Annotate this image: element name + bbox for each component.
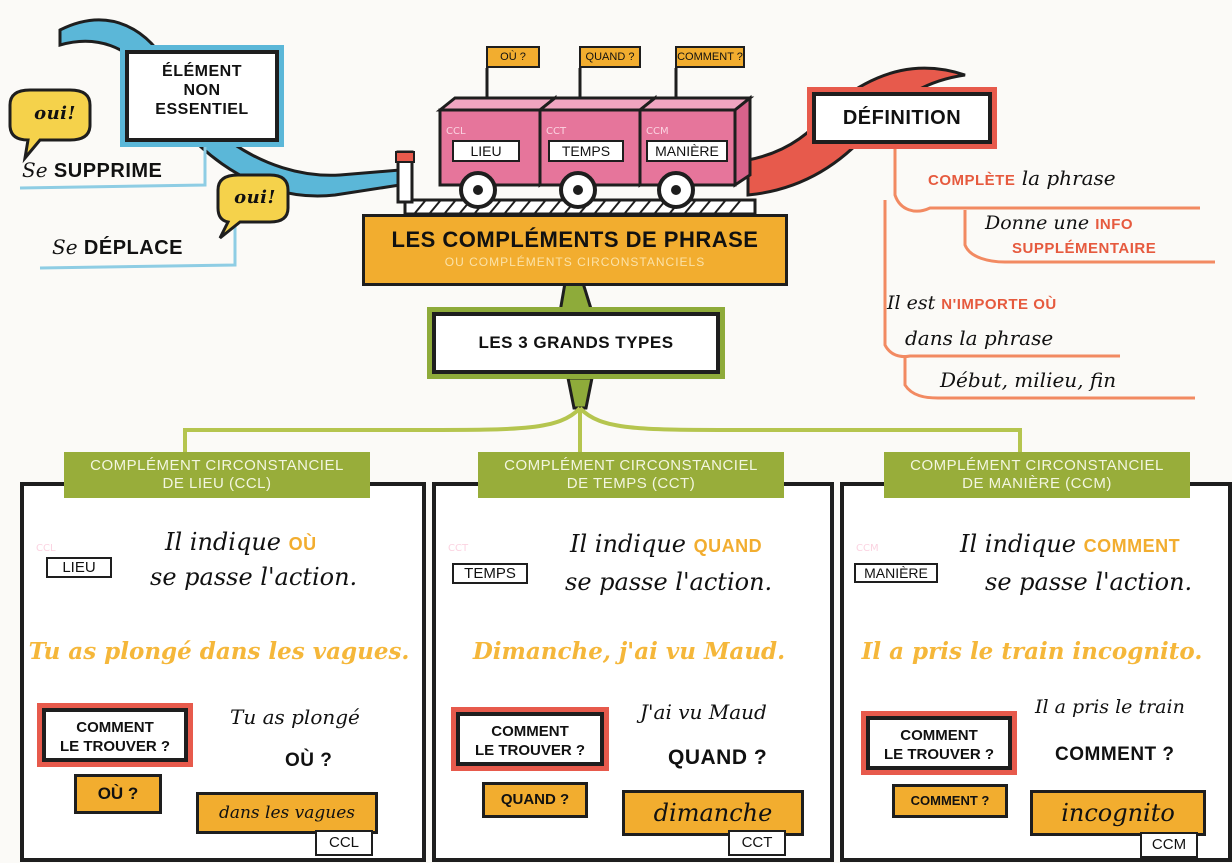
element-non-essentiel-box: ÉLÉMENT NON ESSENTIEL <box>120 45 284 147</box>
definition-line-2b: SUPPLÉMENTAIRE <box>1012 240 1157 257</box>
col3-indique: Il indique COMMENT <box>960 530 1181 558</box>
definition-box: DÉFINITION <box>807 87 997 149</box>
definition-line-4: dans la phrase <box>905 326 1054 350</box>
col1-hint-1: Tu as plongé <box>230 705 360 729</box>
col3-abbr: CCM <box>1140 832 1198 858</box>
oui-bubble-1: oui! <box>34 103 76 124</box>
col2-abbr: CCT <box>728 830 786 856</box>
col3-wagon-label: MANIÈRE <box>854 563 938 583</box>
types-box: LES 3 GRANDS TYPES <box>427 307 725 379</box>
wagon-tag-cct: CCT <box>546 126 567 137</box>
definition-line-1: COMPLÈTE la phrase <box>928 166 1116 190</box>
col3-hint-1: Il a pris le train <box>1035 696 1185 718</box>
col2-indique: Il indique QUAND <box>570 530 763 558</box>
col2-sentence: Dimanche, j'ai vu Maud. <box>472 638 786 665</box>
col2-question-tag: QUAND ? <box>482 782 588 818</box>
main-subtitle: OU COMPLÉMENTS CIRCONSTANCIELS <box>444 255 706 269</box>
col3-hint-2: COMMENT ? <box>1055 744 1175 765</box>
col3-answer: incognito <box>1030 790 1206 836</box>
wagon-tag-ccm: CCM <box>646 126 669 137</box>
column-ccm-header: COMPLÉMENT CIRCONSTANCIEL DE MANIÈRE (CC… <box>884 452 1190 498</box>
col1-how-to-find: COMMENT LE TROUVER ? <box>37 703 193 767</box>
definition-line-2: Donne une INFO <box>985 212 1134 234</box>
flag-ou: OÙ ? <box>486 46 540 68</box>
se-deplace-text: Se DÉPLACE <box>52 235 183 259</box>
col3-action: se passe l'action. <box>985 568 1193 596</box>
main-title: LES COMPLÉMENTS DE PHRASE <box>391 227 759 252</box>
column-ccl-header: COMPLÉMENT CIRCONSTANCIEL DE LIEU (CCL) <box>64 452 370 498</box>
col1-question-tag: OÙ ? <box>74 774 162 814</box>
col1-hint-2: OÙ ? <box>285 750 333 771</box>
wagon-tag-ccl: CCL <box>446 126 466 137</box>
main-title-box: LES COMPLÉMENTS DE PHRASE OU COMPLÉMENTS… <box>362 214 788 286</box>
col2-wagon-label: TEMPS <box>452 563 528 584</box>
flag-quand: QUAND ? <box>579 46 641 68</box>
col1-wagon-label: LIEU <box>46 557 112 578</box>
col2-hint-2: QUAND ? <box>668 746 768 769</box>
col2-answer: dimanche <box>622 790 804 836</box>
wagon-label-maniere: MANIÈRE <box>646 140 728 162</box>
blue-line-2 <box>39 225 237 270</box>
col1-answer: dans les vagues <box>196 792 378 834</box>
wagon-label-temps: TEMPS <box>548 140 624 162</box>
col3-wagon-tag: CCM <box>856 543 879 554</box>
col3-sentence: Il a pris le train incognito. <box>861 638 1203 665</box>
col1-wagon-tag: CCL <box>36 543 56 554</box>
col1-abbr: CCL <box>315 830 373 856</box>
col1-indique: Il indique OÙ <box>165 528 317 556</box>
blue-line-1 <box>19 130 207 190</box>
col3-question-tag: COMMENT ? <box>892 784 1008 818</box>
col2-action: se passe l'action. <box>565 568 773 596</box>
definition-line-3: Il est N'IMPORTE OÙ <box>887 292 1057 314</box>
col1-action: se passe l'action. <box>150 563 358 591</box>
col2-how-to-find: COMMENT LE TROUVER ? <box>451 707 609 771</box>
oui-bubble-2: oui! <box>234 187 276 208</box>
col1-sentence: Tu as plongé dans les vagues. <box>28 638 410 665</box>
wagon-label-lieu: LIEU <box>452 140 520 162</box>
flag-comment: COMMENT ? <box>675 46 745 68</box>
definition-line-5: Début, milieu, fin <box>940 368 1117 392</box>
col2-wagon-tag: CCT <box>448 543 469 554</box>
col3-how-to-find: COMMENT LE TROUVER ? <box>861 711 1017 775</box>
se-supprime-text: Se SUPPRIME <box>22 158 163 182</box>
col2-hint-1: J'ai vu Maud <box>640 700 767 724</box>
column-cct-header: COMPLÉMENT CIRCONSTANCIEL DE TEMPS (CCT) <box>478 452 784 498</box>
